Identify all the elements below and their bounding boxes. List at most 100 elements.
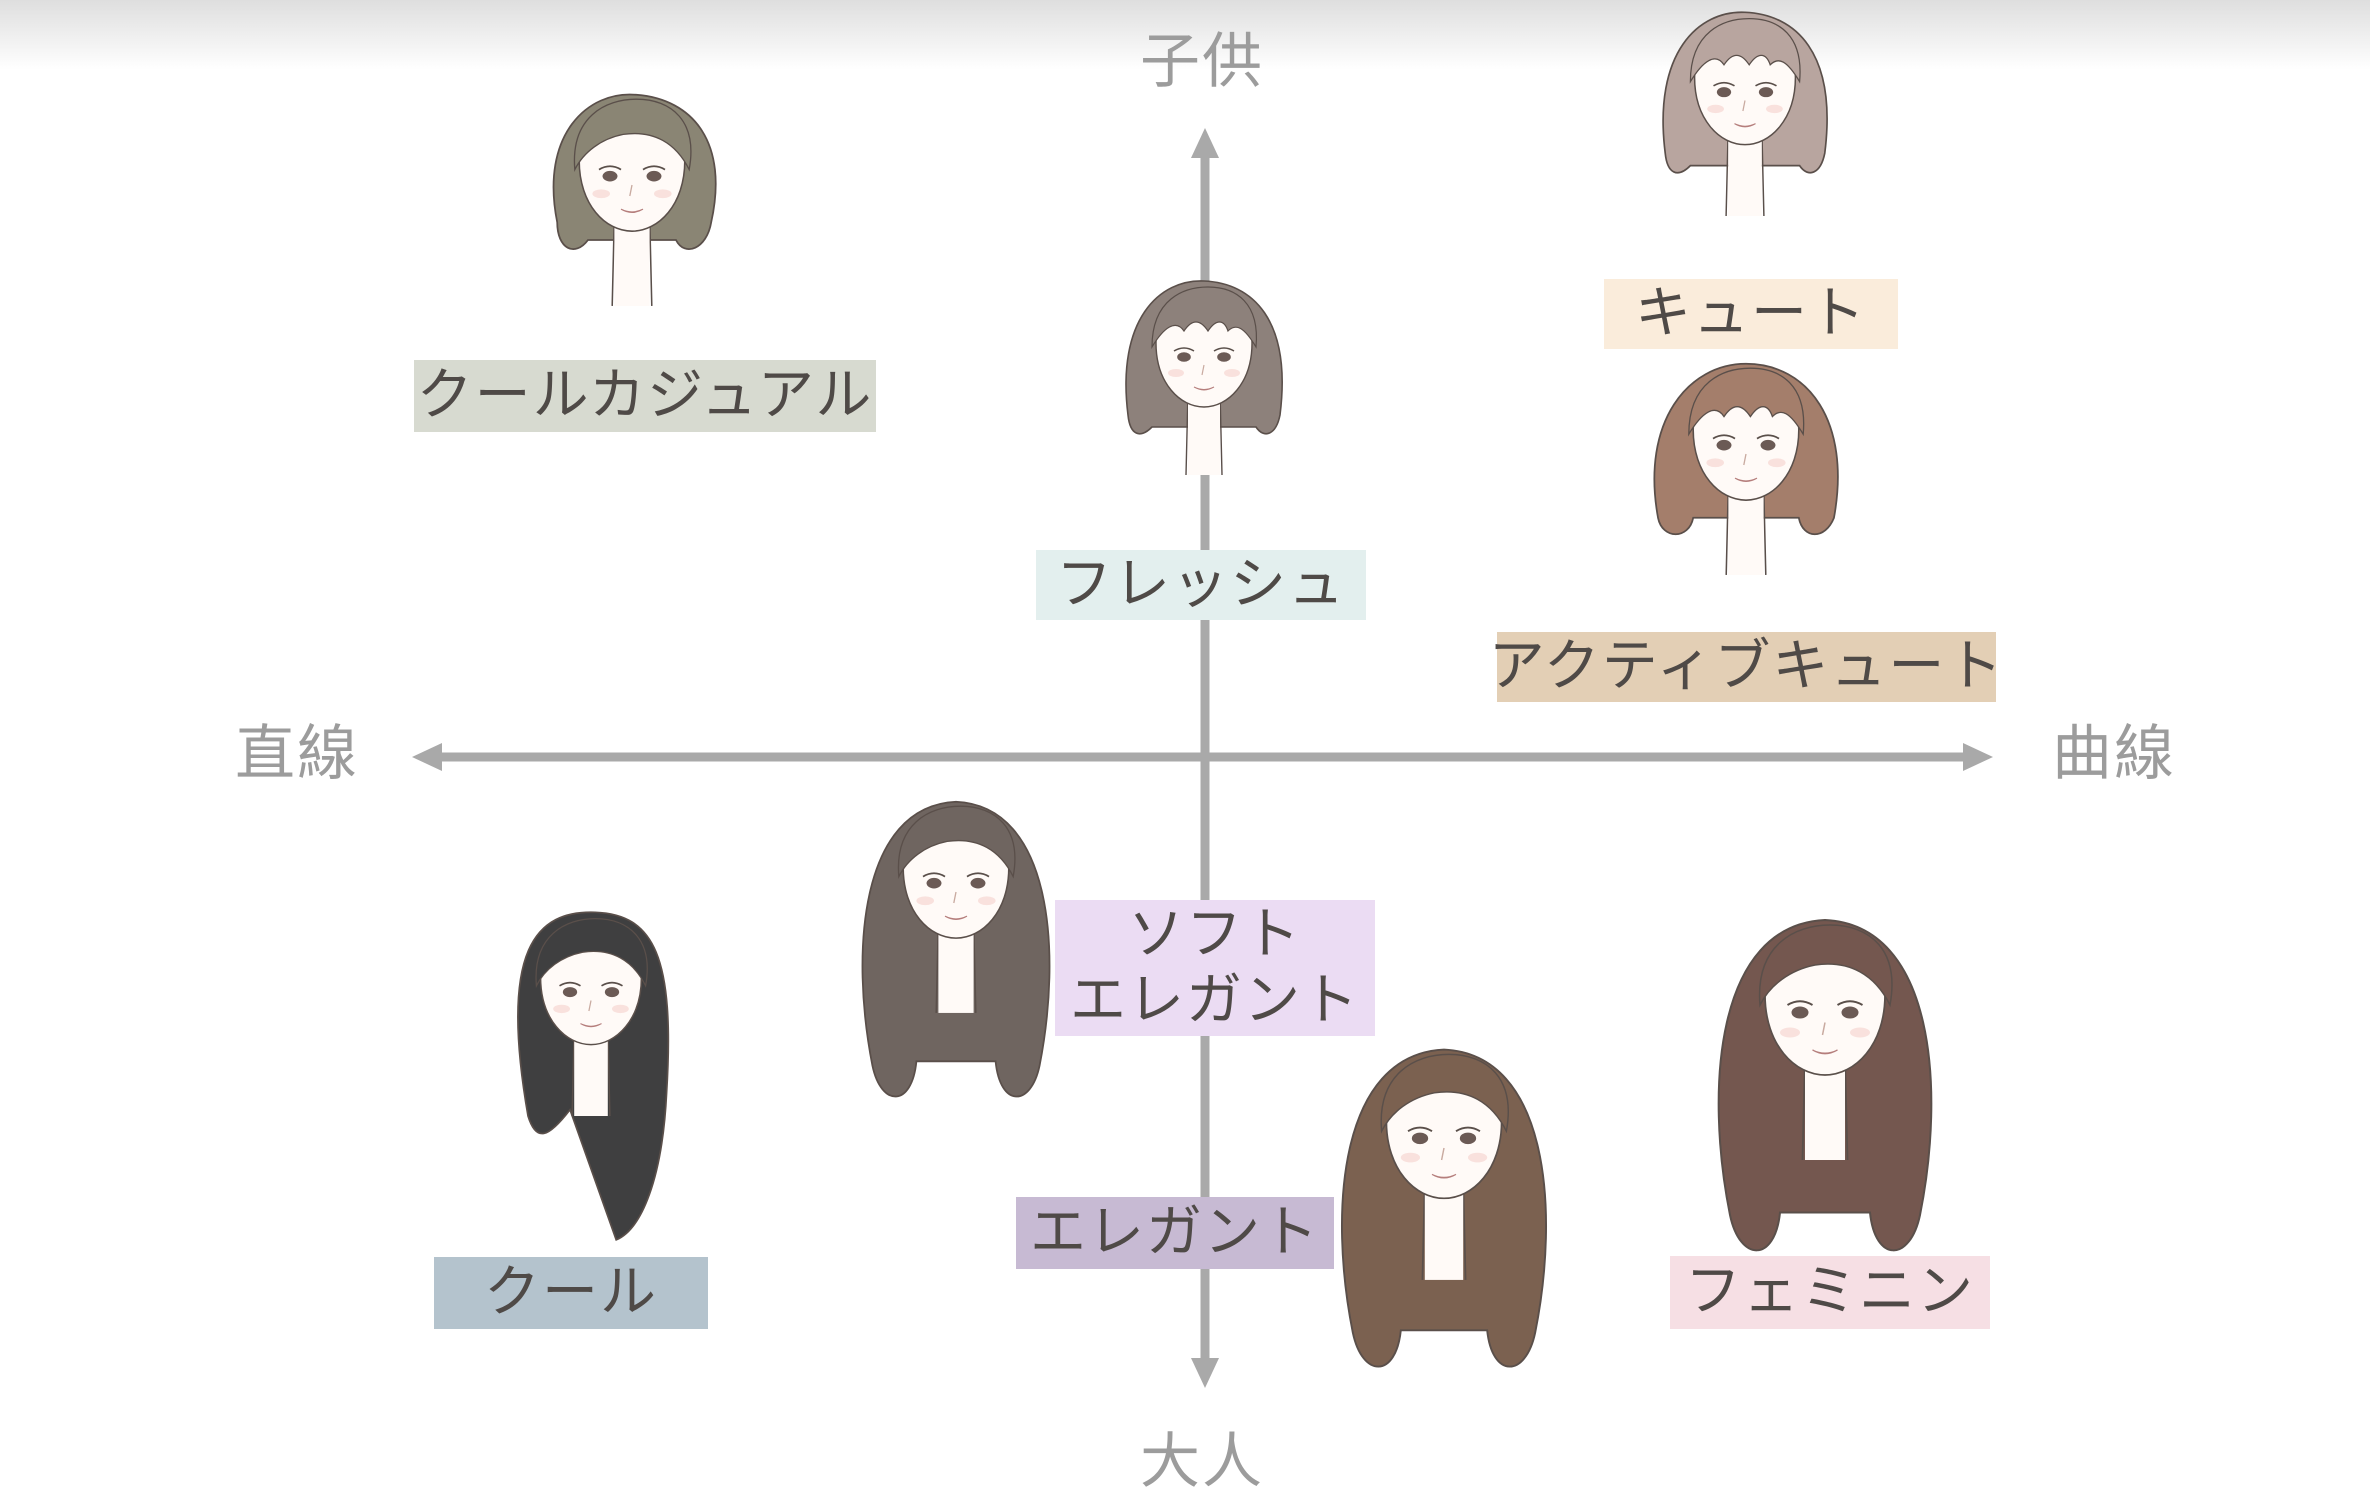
eyelashes [1173,347,1235,352]
style-label-elegant: エレガント [1016,1197,1334,1269]
nose [1742,100,1746,112]
face-svg [1717,918,1933,1252]
nose [953,891,957,904]
nose [1201,364,1205,376]
lips [1431,1173,1457,1179]
face-illustration-elegant [1324,1040,1564,1385]
style-label-fresh: フレッシュ [1036,550,1366,620]
neck-lines [1421,1179,1467,1280]
nose [588,1000,592,1012]
face-illustration-fresh [1104,275,1304,555]
right-eye [1459,1132,1477,1145]
left-cheek [553,1004,570,1014]
face-svg [552,93,717,306]
right-cheek [612,1004,629,1014]
face-svg [1125,280,1283,476]
axis-label-bottom: 大人 [1140,1427,1264,1497]
right-eye [970,877,986,889]
left-cheek [1168,369,1184,377]
neck-lines [611,213,653,306]
nose [1821,1022,1826,1036]
right-eye [1217,352,1231,362]
eyelashes [1713,81,1777,87]
left-cheek [592,189,611,199]
style-label-line: アクティブキュート [1488,633,2005,699]
left-cheek [1780,1027,1800,1038]
neck-lines [1185,390,1223,476]
up-arrowhead [1191,128,1219,158]
neck-lines [1801,1054,1849,1161]
left-eye [1411,1132,1429,1145]
left-cheek [1400,1152,1421,1163]
face-illustration-feminine [1700,910,1950,1270]
top-shade [0,0,2370,70]
left-eye [1791,1006,1809,1019]
fringe-hair [535,917,648,989]
style-label-cool: クール [434,1257,708,1329]
left-eye [562,987,578,998]
style-label-line: ソフト [1128,901,1302,967]
style-label-line: クール [484,1259,658,1325]
face-illustration-soft-elegant [846,793,1066,1113]
right-eye [1841,1006,1859,1019]
right-cheek [1766,104,1783,114]
neck-lines [1725,482,1767,575]
style-label-cool-casual: クールカジュアル [414,360,876,432]
lips [1734,123,1756,128]
style-label-line: フェミニン [1685,1259,1975,1325]
left-eye [926,877,942,889]
lips [944,915,968,921]
eyelashes [559,981,623,987]
style-label-cute: キュート [1604,279,1898,349]
style-label-line: フレッシュ [1056,551,1346,617]
nose [1440,1147,1445,1161]
axis-label-right: 曲線 [2052,719,2176,789]
left-cheek [1707,104,1724,114]
face-illustration-cool-casual [522,86,742,366]
eyelashes [598,165,666,171]
face-illustration-active-cute [1636,355,1856,635]
eyelashes [1407,1126,1481,1133]
nose [1743,453,1747,466]
right-cheek [1224,369,1240,377]
right-cheek [1767,458,1786,468]
fringe-hair [897,805,1016,879]
face-illustration-cool [486,906,696,1246]
style-label-active-cute: アクティブキュート [1489,632,2002,702]
lips [1812,1049,1838,1055]
left-cheek [916,896,935,906]
style-label-line: キュート [1635,280,1867,346]
right-eye [646,170,662,182]
neck-lines [935,920,977,1013]
right-eye [604,987,620,998]
nose [629,184,633,197]
left-eye [1716,87,1732,98]
fringe-hair [1758,924,1893,1008]
left-cheek [1706,458,1725,468]
face-svg [861,800,1051,1098]
fringe-hair [1380,1053,1509,1134]
axis-label-left: 直線 [235,719,359,789]
neck-lines [571,1027,611,1117]
eyelashes [1712,434,1780,440]
face-svg [1341,1048,1547,1368]
fringe-hair [1689,18,1801,84]
down-arrowhead [1191,1358,1219,1388]
eyelashes [1786,1000,1864,1006]
lips [1734,477,1758,483]
style-label-line: クールカジュアル [416,362,874,428]
fringe-hair [573,98,692,172]
face-illustration-cute [1640,6,1850,286]
left-eye [602,170,618,182]
right-eye [1760,439,1776,451]
face-svg [1653,362,1839,575]
lips [580,1023,602,1028]
left-eye [1716,439,1732,451]
right-cheek [1467,1152,1488,1163]
style-label-line: エレガント [1030,1199,1320,1265]
style-label-feminine: フェミニン [1670,1256,1990,1329]
face-svg [516,911,670,1242]
right-eye [1758,87,1774,98]
neck-lines [1725,127,1765,217]
